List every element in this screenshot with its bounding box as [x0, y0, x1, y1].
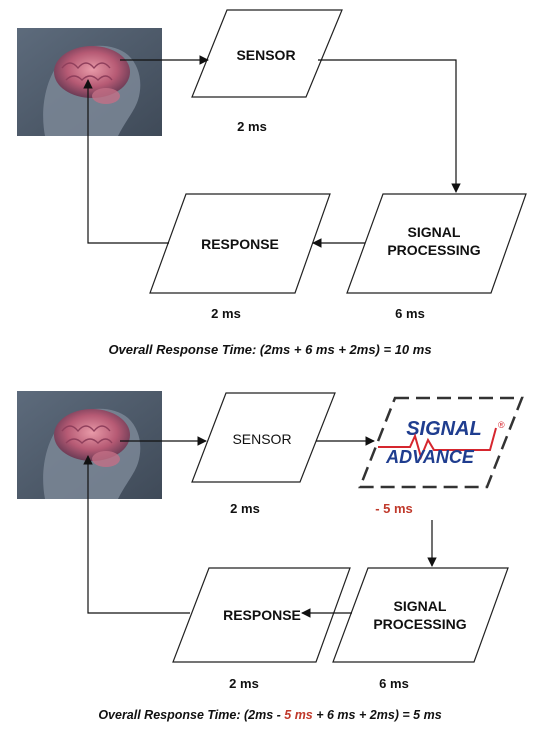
top-signal-label-2: PROCESSING — [387, 242, 480, 258]
brain-head-image — [17, 28, 162, 136]
signal-advance-logo: SIGNAL ADVANCE ® — [378, 418, 505, 467]
top-overall-response-time: Overall Response Time: (2ms + 6 ms + 2ms… — [108, 342, 431, 357]
bottom-sensor-label: SENSOR — [232, 431, 291, 447]
bottom-signal-label-2: PROCESSING — [373, 616, 466, 632]
bottom-response-box — [172, 567, 351, 663]
top-response-label: RESPONSE — [201, 236, 279, 252]
top-signal-time: 6 ms — [395, 306, 425, 321]
signal-advance-time: - 5 ms — [375, 501, 413, 516]
bottom-signal-processing-box — [332, 567, 509, 663]
signal-advance-registered-mark: ® — [498, 420, 505, 430]
top-sensor-box — [191, 9, 343, 98]
signal-advance-logo-advance: ADVANCE — [385, 447, 475, 467]
top-response-box — [149, 193, 331, 294]
bottom-response-time: 2 ms — [229, 676, 259, 691]
bottom-signal-label-1: SIGNAL — [394, 598, 447, 614]
top-arrow-response-to-brain — [83, 79, 169, 244]
brain-head-image — [17, 391, 162, 499]
signal-advance-logo-signal: SIGNAL — [406, 418, 482, 440]
top-sensor-time: 2 ms — [237, 119, 267, 134]
bottom-sensor-time: 2 ms — [230, 501, 260, 516]
top-sensor-label: SENSOR — [236, 47, 295, 63]
top-response-time: 2 ms — [211, 306, 241, 321]
bottom-diagram: SENSOR 2 ms SIGNAL ADVANCE ® - 5 ms SIGN… — [17, 391, 524, 722]
top-signal-label-1: SIGNAL — [408, 224, 461, 240]
bottom-overall-part1: Overall Response Time: (2ms - — [98, 708, 284, 722]
top-arrow-sensor-to-signal — [318, 59, 461, 193]
bottom-response-label: RESPONSE — [223, 607, 301, 623]
top-signal-processing-box — [346, 193, 527, 294]
bottom-overall-response-time: Overall Response Time: (2ms - 5 ms + 6 m… — [98, 708, 441, 722]
bottom-overall-red: 5 ms — [284, 708, 313, 722]
bottom-signal-time: 6 ms — [379, 676, 409, 691]
signal-advance-box — [358, 396, 524, 489]
bottom-sensor-box — [191, 392, 336, 483]
top-diagram: SENSOR 2 ms SIGNAL PROCESSING 6 ms RESPO… — [17, 9, 527, 357]
bottom-arrow-response-to-brain — [83, 455, 190, 614]
bottom-overall-part2: + 6 ms + 2ms) = 5 ms — [313, 708, 442, 722]
